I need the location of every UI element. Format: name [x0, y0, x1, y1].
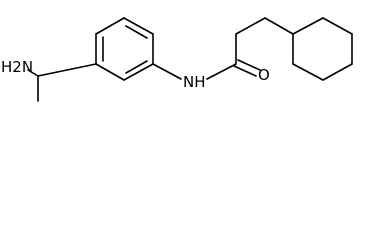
bond-benzene-5 — [123, 63, 154, 81]
bond-cyclohexane-4 — [322, 63, 353, 81]
chemical-structure-diagram: H2N NH O — [1, 17, 353, 102]
amine-label: H2N — [1, 58, 33, 76]
bond-cyclohexane-5 — [292, 63, 324, 81]
bond-amine-ch — [27, 69, 39, 77]
amide-nitrogen-label: NH — [183, 73, 206, 91]
bond-benzene-6 — [95, 63, 125, 81]
bond-ch-ring — [37, 63, 97, 77]
bond-ring-nitrogen — [152, 63, 182, 80]
bond-ch2-cyclohexane — [264, 17, 294, 35]
bond-benzene-5-inner — [125, 60, 148, 74]
bond-nitrogen-carbonyl — [206, 63, 237, 80]
bond-benzene-3 — [123, 17, 154, 35]
bond-benzene-2 — [95, 17, 125, 35]
carbonyl-oxygen-label: O — [258, 66, 270, 84]
bond-carbonyl-oxygen-double — [237, 59, 261, 71]
bond-carbonyl-oxygen — [233, 65, 257, 77]
bond-cyclohexane-1 — [292, 17, 324, 35]
bond-cyclohexane-2 — [322, 17, 353, 35]
bond-benzene-3-inner — [125, 25, 148, 39]
bond-ch2-ch2 — [235, 17, 266, 35]
